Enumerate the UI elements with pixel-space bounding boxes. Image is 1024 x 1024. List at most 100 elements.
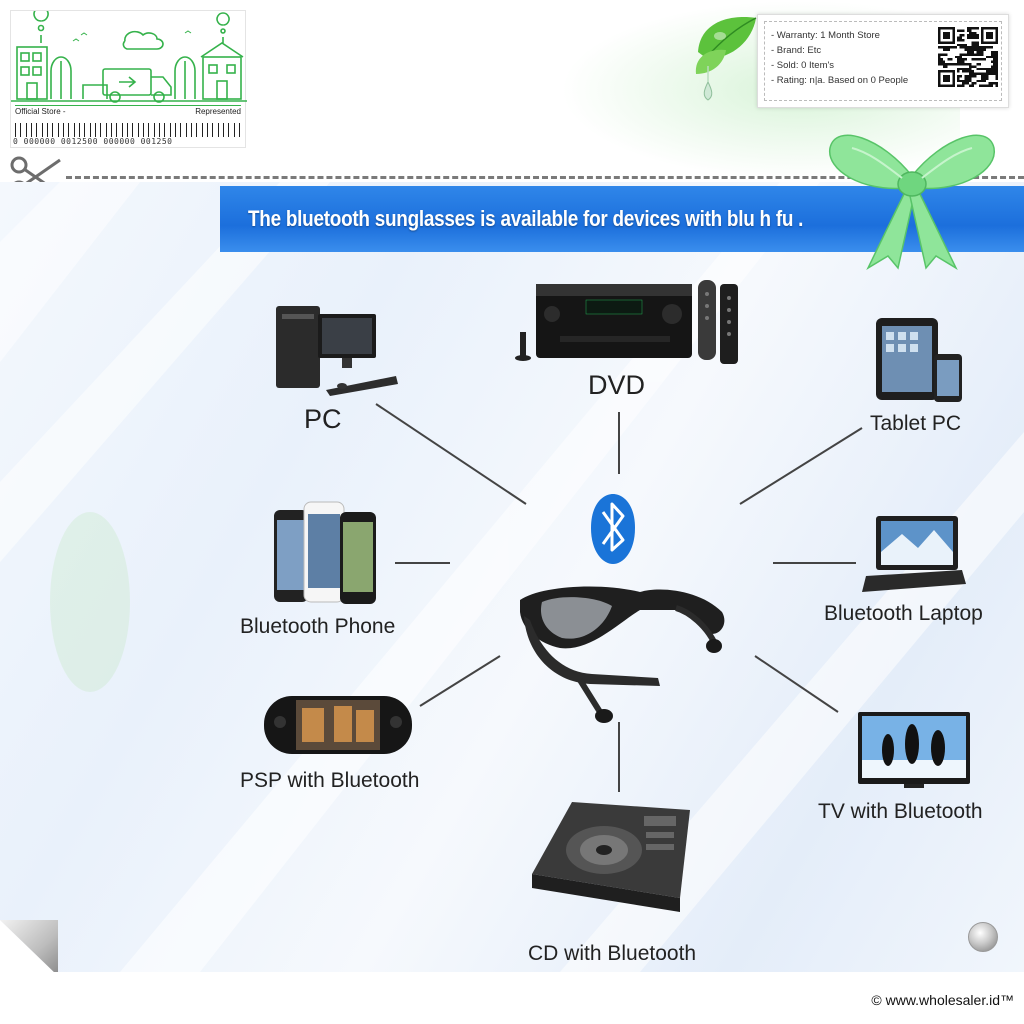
label-pc: PC [304, 404, 342, 434]
qr-module [940, 84, 943, 87]
qr-module [952, 75, 955, 78]
qr-module [962, 43, 965, 47]
qr-module [962, 39, 965, 42]
qr-module [947, 75, 950, 78]
qr-module [988, 41, 991, 44]
qr-module [995, 36, 998, 39]
qr-module [966, 79, 970, 83]
qr-module [945, 53, 948, 56]
qr-module [947, 41, 950, 44]
qr-module [995, 63, 998, 66]
qr-module [942, 84, 946, 87]
qr-module [947, 27, 950, 30]
qr-module [966, 48, 970, 51]
barcode-bar [47, 123, 48, 137]
qr-module [966, 70, 970, 73]
barcode-bar [63, 123, 64, 137]
qr-module [978, 84, 982, 87]
qr-module [969, 72, 972, 75]
qr-module [964, 63, 967, 66]
qr-module [938, 36, 941, 39]
qr-module [983, 46, 986, 49]
qr-module [981, 31, 984, 35]
qr-module [950, 70, 953, 73]
barcode-bar [31, 123, 32, 137]
qr-module [995, 55, 998, 59]
qr-module [995, 39, 998, 42]
qr-module [976, 48, 979, 51]
qr-module [938, 58, 941, 61]
qr-module [986, 67, 989, 71]
qr-module [993, 82, 996, 85]
qr-module [964, 46, 967, 49]
qr-module [957, 77, 960, 80]
qr-module [995, 67, 998, 71]
qr-module [976, 63, 979, 66]
qr-module [969, 63, 972, 66]
qr-module [945, 75, 948, 78]
qr-module [957, 36, 960, 39]
qr-module [995, 58, 998, 61]
qr-module [962, 29, 965, 32]
qr-module [942, 27, 946, 30]
qr-module [981, 53, 984, 56]
smartphones-icon [274, 501, 376, 604]
qr-module [957, 43, 960, 47]
qr-module [938, 29, 941, 32]
qr-module [966, 63, 970, 66]
qr-module [971, 41, 974, 44]
bluetooth-icon [591, 494, 635, 564]
qr-module [990, 67, 994, 71]
qr-module [983, 75, 986, 78]
qr-module [978, 51, 982, 54]
qr-module [959, 53, 962, 56]
qr-module [962, 60, 965, 63]
qr-module [938, 55, 941, 59]
label-dvd: DVD [588, 370, 646, 400]
barcode-bar [154, 123, 155, 137]
qr-module [988, 67, 991, 71]
qr-module [942, 34, 946, 37]
barcode-bar [191, 123, 192, 137]
qr-module [962, 84, 965, 87]
qr-module [971, 72, 974, 75]
qr-module [962, 34, 965, 37]
qr-module [947, 48, 950, 51]
qr-module [981, 67, 984, 71]
qr-module [986, 41, 989, 44]
qr-module [988, 84, 991, 87]
qr-module [964, 48, 967, 51]
qr-module [959, 79, 962, 83]
qr-module [952, 77, 955, 80]
qr-module [962, 79, 965, 83]
qr-module [938, 53, 941, 56]
qr-module [954, 46, 958, 49]
qr-module [966, 34, 970, 37]
qr-module [986, 46, 989, 49]
qr-module [947, 31, 950, 35]
qr-module [942, 79, 946, 83]
qr-module [983, 72, 986, 75]
barcode-bar [122, 123, 123, 137]
qr-module [962, 67, 965, 71]
qr-module [993, 70, 996, 73]
qr-module [945, 41, 948, 44]
qr-module [974, 27, 977, 30]
barcode-bar [68, 123, 69, 137]
barcode-bar [79, 123, 80, 137]
qr-module [995, 27, 998, 30]
qr-module [986, 75, 989, 78]
label-psp: PSP with Bluetooth [240, 769, 420, 792]
label-tablet: Tablet PC [870, 412, 962, 435]
tablet-icon [876, 318, 962, 402]
qr-module [981, 39, 984, 42]
qr-module [990, 27, 994, 30]
qr-module [957, 79, 960, 83]
qr-module [947, 63, 950, 66]
qr-module [938, 84, 941, 87]
qr-module [981, 72, 984, 75]
barcode-bar [20, 123, 21, 137]
qr-module [978, 63, 982, 66]
qr-module [969, 53, 972, 56]
qr-module [959, 63, 962, 66]
